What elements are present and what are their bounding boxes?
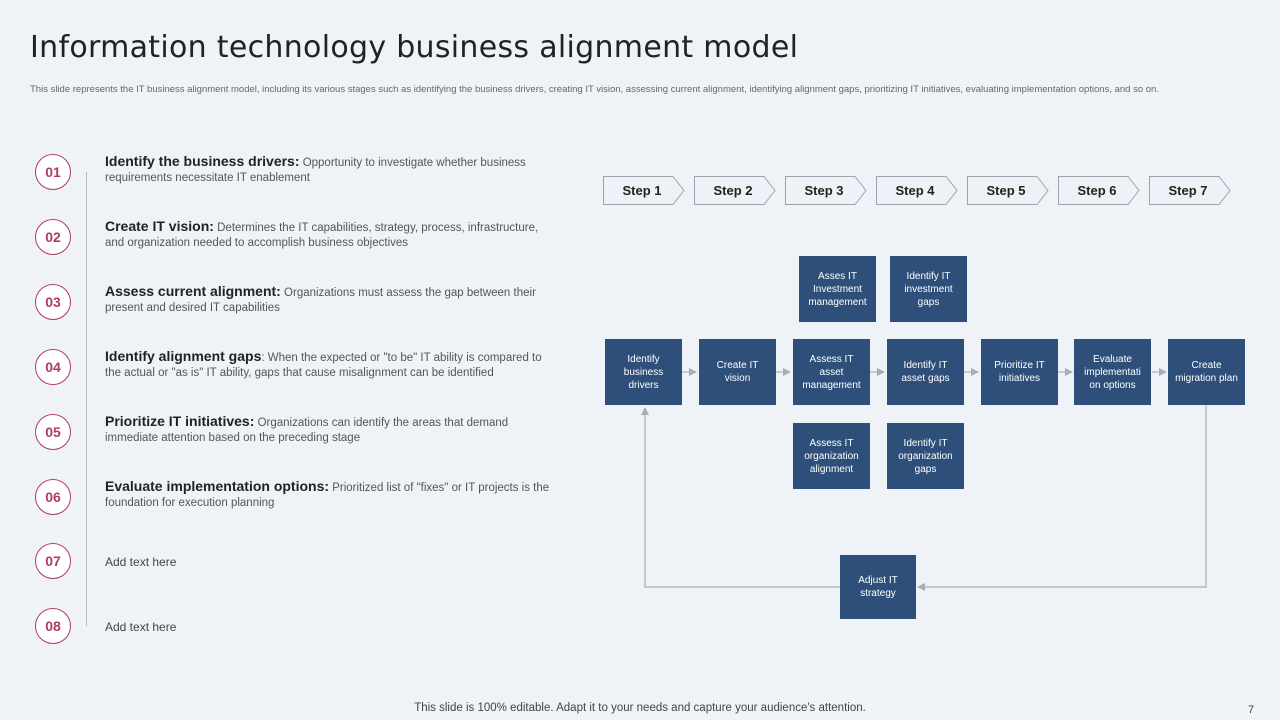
step-label: Step 2 xyxy=(713,183,753,198)
flow-box-create-migration-plan: Create migration plan xyxy=(1168,339,1245,405)
chevron-shape xyxy=(967,176,1049,205)
stage-description: Determines the IT capabilities, strategy… xyxy=(105,222,539,249)
step-chevron: Step 4 xyxy=(876,176,958,205)
stage-item: 02 Create IT vision: Determines the IT c… xyxy=(35,219,565,263)
stage-text: Prioritize IT initiatives: Organizations… xyxy=(105,414,560,446)
stage-description: : When the expected or "to be" IT abilit… xyxy=(105,352,542,379)
step-chevron: Step 7 xyxy=(1149,176,1231,205)
stage-item: 04 Identify alignment gaps: When the exp… xyxy=(35,349,565,393)
stage-item: 06 Evaluate implementation options: Prio… xyxy=(35,479,565,523)
flow-box-evaluate-implementation-options: Evaluate implementati on options xyxy=(1074,339,1151,405)
stage-number: 05 xyxy=(35,414,71,450)
stage-title: Assess current alignment: xyxy=(105,283,281,299)
chevron-shape xyxy=(694,176,776,205)
flow-box-assess-it-investment-management: Asses IT Investment management xyxy=(799,256,876,322)
slide-subtitle: This slide represents the IT business al… xyxy=(30,84,1159,95)
stage-number: 01 xyxy=(35,154,71,190)
stage-number: 07 xyxy=(35,543,71,579)
step-label: Step 3 xyxy=(804,183,844,198)
feedback-arrow xyxy=(917,405,1207,591)
flow-box-identify-it-investment-gaps: Identify IT investment gaps xyxy=(890,256,967,322)
stage-description: Opportunity to investigate whether busin… xyxy=(105,157,526,184)
step-label: Step 4 xyxy=(895,183,935,198)
flow-box-adjust-it-strategy: Adjust IT strategy xyxy=(840,555,916,619)
step-label: Step 6 xyxy=(1077,183,1117,198)
stage-description: Organizations can identify the areas tha… xyxy=(105,417,509,444)
chevron-shape xyxy=(1058,176,1140,205)
stage-title: Evaluate implementation options: xyxy=(105,478,330,494)
stage-item: 05 Prioritize IT initiatives: Organizati… xyxy=(35,414,565,458)
slide-footer: This slide is 100% editable. Adapt it to… xyxy=(414,702,866,714)
chevron-shape xyxy=(876,176,958,205)
stage-item: 01 Identify the business drivers: Opport… xyxy=(35,154,565,198)
stage-title: Prioritize IT initiatives: xyxy=(105,413,255,429)
flow-box-identify-it-asset-gaps: Identify IT asset gaps xyxy=(887,339,964,405)
chevron-shape xyxy=(1149,176,1231,205)
stage-number: 03 xyxy=(35,284,71,320)
stage-title: Create IT vision: xyxy=(105,218,214,234)
step-label: Step 5 xyxy=(986,183,1026,198)
flow-box-identify-business-drivers: Identify business drivers xyxy=(605,339,682,405)
stage-placeholder-text: Add text here xyxy=(105,555,177,569)
return-arrow xyxy=(641,407,840,588)
stage-number: 02 xyxy=(35,219,71,255)
step-label: Step 7 xyxy=(1168,183,1208,198)
stage-title: Identify the business drivers: xyxy=(105,153,300,169)
step-chevron: Step 5 xyxy=(967,176,1049,205)
stage-description: Organizations must assess the gap betwee… xyxy=(105,287,536,314)
step-chevron: Step 6 xyxy=(1058,176,1140,205)
step-chevron: Step 1 xyxy=(603,176,685,205)
flow-box-create-it-vision: Create IT vision xyxy=(699,339,776,405)
chevron-shape xyxy=(603,176,685,205)
stage-text: Evaluate implementation options: Priorit… xyxy=(105,479,560,511)
stage-text: Assess current alignment: Organizations … xyxy=(105,284,560,316)
stage-description: Prioritized list of "fixes" or IT projec… xyxy=(105,482,550,509)
stage-title: Identify alignment gaps xyxy=(105,348,262,364)
flow-box-identify-it-organization-gaps: Identify IT organization gaps xyxy=(887,423,964,489)
stage-text: Identify the business drivers: Opportuni… xyxy=(105,154,560,186)
stage-text: Create IT vision: Determines the IT capa… xyxy=(105,219,560,251)
timeline-line xyxy=(86,172,87,626)
flow-box-assess-it-asset-management: Assess IT asset management xyxy=(793,339,870,405)
chevron-shape xyxy=(785,176,867,205)
stage-number: 08 xyxy=(35,608,71,644)
stage-text: Identify alignment gaps: When the expect… xyxy=(105,349,560,381)
flow-box-prioritize-it-initiatives: Prioritize IT initiatives xyxy=(981,339,1058,405)
stage-item: 07 Add text here xyxy=(35,543,565,587)
stage-number: 06 xyxy=(35,479,71,515)
stage-item: 08 Add text here xyxy=(35,608,565,652)
step-chevron: Step 3 xyxy=(785,176,867,205)
stage-placeholder-text: Add text here xyxy=(105,620,177,634)
stage-number: 04 xyxy=(35,349,71,385)
slide-title: Information technology business alignmen… xyxy=(30,30,799,65)
stage-item: 03 Assess current alignment: Organizatio… xyxy=(35,284,565,328)
step-label: Step 1 xyxy=(622,183,662,198)
step-chevron: Step 2 xyxy=(694,176,776,205)
page-number: 7 xyxy=(1248,704,1255,716)
flow-box-assess-it-organization-alignment: Assess IT organization alignment xyxy=(793,423,870,489)
